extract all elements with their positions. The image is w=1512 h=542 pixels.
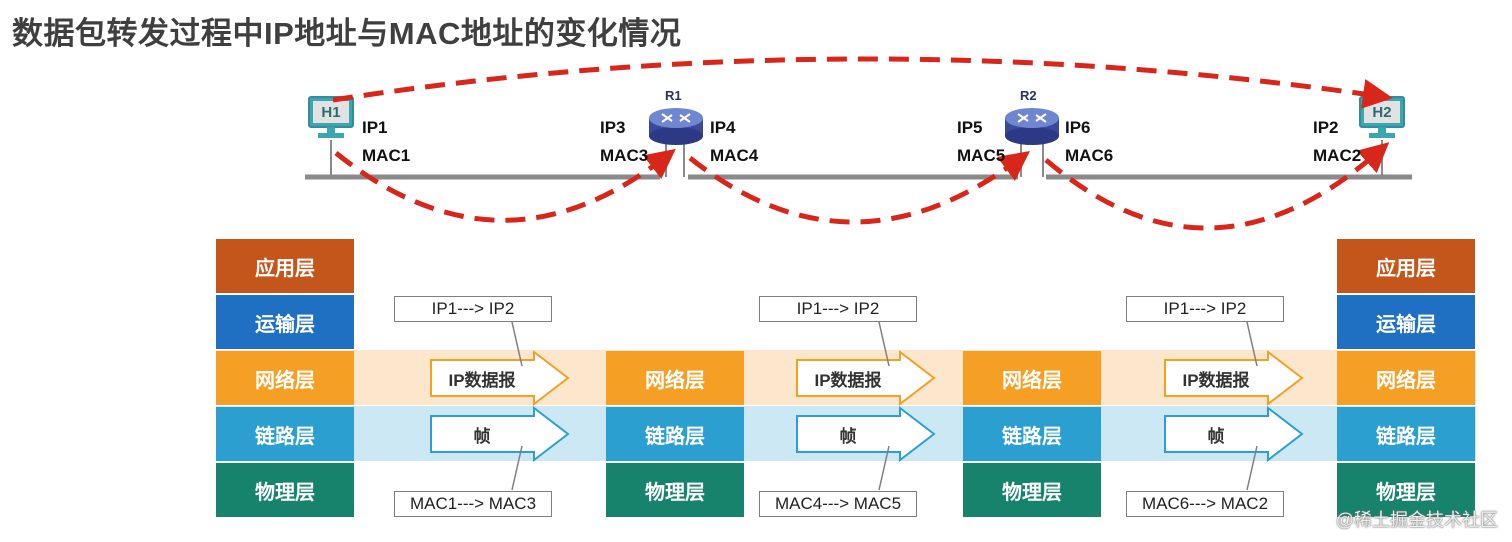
router-r2-name: R2 — [1020, 88, 1037, 103]
r1-network-layer: 网络层 — [606, 351, 744, 405]
segment-3-mac-callout: MAC6---> MAC2 — [1126, 491, 1284, 517]
host-h1-icon — [308, 96, 354, 138]
router-r1-name: R1 — [665, 88, 682, 103]
r2-link-layer: 链路层 — [963, 407, 1101, 461]
segment-1-frame-label: 帧 — [473, 426, 491, 446]
segment-2-frame-label: 帧 — [839, 426, 857, 446]
h1-application-layer: 应用层 — [216, 239, 354, 293]
router-r1-icon — [649, 108, 703, 145]
host-h2-name: H2 — [1372, 103, 1392, 121]
r1-link-layer: 链路层 — [606, 407, 744, 461]
segment-3-frame-label: 帧 — [1207, 426, 1225, 446]
r1-left-mac-label: MAC3 — [600, 146, 649, 165]
h2-transport-layer: 运输层 — [1337, 295, 1475, 349]
segment-3-ip-callout: IP1---> IP2 — [1126, 296, 1284, 322]
h2-link-layer: 链路层 — [1337, 407, 1475, 461]
segment-2-packet-label: IP数据报 — [814, 370, 882, 390]
r1-right-ip-label: IP4 — [710, 118, 736, 137]
h1-physical-layer: 物理层 — [216, 463, 354, 517]
r2-left-mac-label: MAC5 — [957, 146, 1006, 165]
r2-physical-layer: 物理层 — [963, 463, 1101, 517]
segment-3-packet-label: IP数据报 — [1182, 370, 1250, 390]
callout-pointers — [511, 321, 1258, 491]
end-to-end-path — [332, 56, 1393, 109]
h2-ip-label: IP2 — [1313, 118, 1339, 137]
r1-physical-layer: 物理层 — [606, 463, 744, 517]
packet-arrows — [430, 349, 1304, 407]
drop-lines — [330, 140, 1383, 177]
h1-ip-label: IP1 — [362, 118, 388, 137]
r1-right-mac-label: MAC4 — [710, 146, 759, 165]
dashed-path — [332, 56, 1393, 231]
segment-2-mac-callout: MAC4---> MAC5 — [759, 491, 917, 517]
r2-left-ip-label: IP5 — [957, 118, 983, 137]
hop-3-path — [1044, 142, 1390, 231]
page-title: 数据包转发过程中IP地址与MAC地址的变化情况 — [12, 16, 682, 51]
h2-application-layer: 应用层 — [1337, 239, 1475, 293]
router-r2-icon — [1005, 108, 1059, 145]
h1-network-layer: 网络层 — [216, 351, 354, 405]
r2-right-mac-label: MAC6 — [1065, 146, 1114, 165]
segment-1-mac-callout: MAC1---> MAC3 — [394, 491, 552, 517]
r2-right-ip-label: IP6 — [1065, 118, 1091, 137]
segment-1-ip-callout: IP1---> IP2 — [394, 296, 552, 322]
h1-link-layer: 链路层 — [216, 407, 354, 461]
h1-transport-layer: 运输层 — [216, 295, 354, 349]
r1-left-ip-label: IP3 — [600, 118, 626, 137]
segment-1-packet-label: IP数据报 — [448, 370, 516, 390]
h2-network-layer: 网络层 — [1337, 351, 1475, 405]
frame-arrows — [430, 405, 1304, 463]
host-h1-name: H1 — [321, 103, 341, 121]
h2-physical-layer: 物理层 — [1337, 463, 1475, 517]
watermark: @稀土掘金技术社区 — [1335, 510, 1498, 530]
r2-network-layer: 网络层 — [963, 351, 1101, 405]
h1-mac-label: MAC1 — [362, 146, 411, 165]
h2-mac-label: MAC2 — [1313, 146, 1362, 165]
segment-2-ip-callout: IP1---> IP2 — [759, 296, 917, 322]
